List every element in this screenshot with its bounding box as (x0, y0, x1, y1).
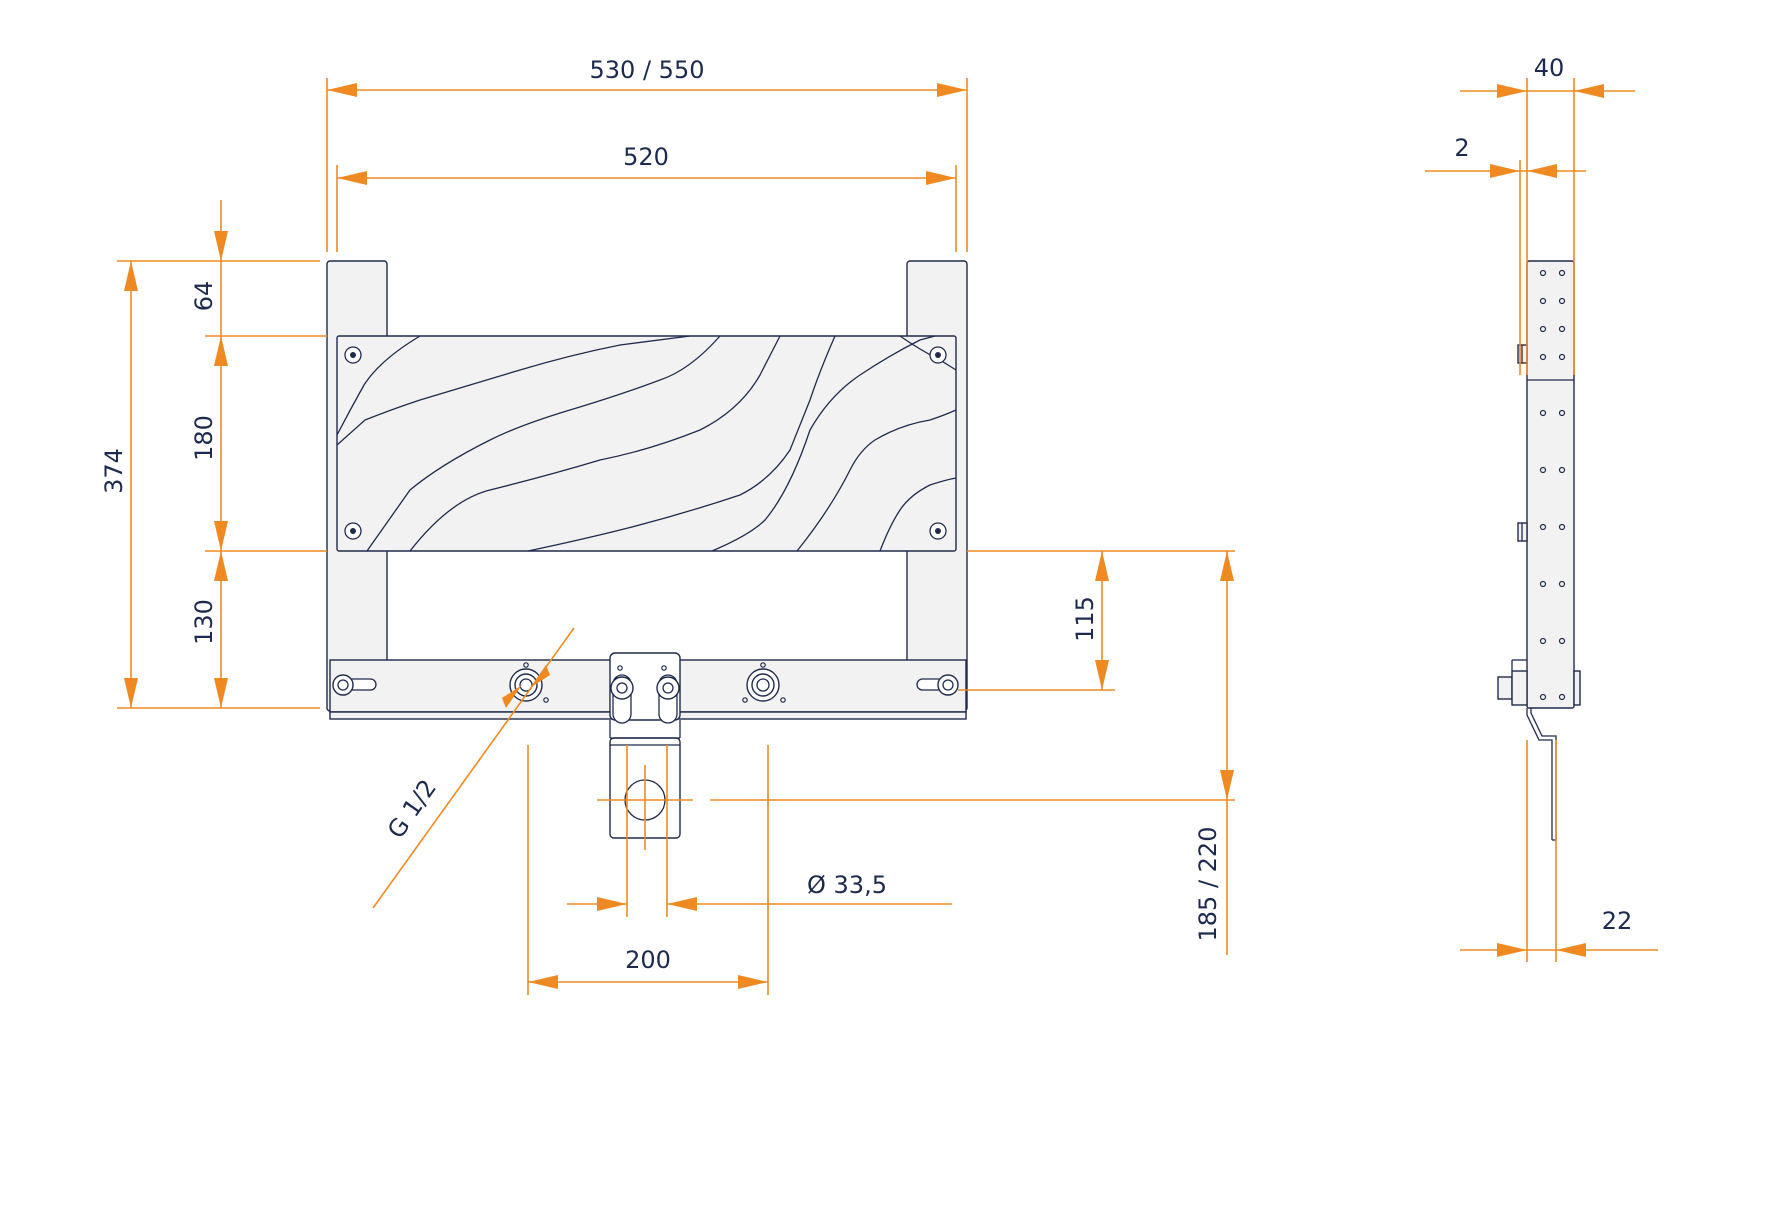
dim-panel-height: 180 (190, 336, 228, 551)
dim-rail-offset: 115 (1071, 551, 1109, 690)
dim-panel-height-label: 180 (190, 415, 218, 461)
dim-pipe-diameter-label: Ø 33,5 (807, 871, 887, 899)
dim-side-plate: 2 (1425, 134, 1586, 375)
front-view: 530 / 550 520 374 64 (100, 56, 1235, 995)
dim-side-depth: 40 (1460, 54, 1635, 375)
dim-side-bracket: 22 (1460, 740, 1658, 962)
slot-right (916, 674, 959, 696)
side-bar (1526, 260, 1575, 709)
dim-connection-spacing: 200 (528, 946, 768, 989)
slot-left (332, 674, 377, 696)
pipe-axis (597, 765, 693, 850)
dim-connection-spacing-label: 200 (625, 946, 671, 974)
dim-lower-height-label: 130 (190, 599, 218, 645)
dim-inner-width-label: 520 (623, 143, 669, 171)
dim-side-depth-label: 40 (1534, 54, 1565, 82)
dim-top-offset: 64 (190, 200, 228, 336)
connection-left (505, 662, 549, 703)
dim-total-height: 374 (100, 261, 138, 708)
dim-outlet-depth: 185 / 220 (1194, 551, 1234, 955)
dim-overall-width: 530 / 550 (326, 56, 968, 252)
dim-pipe-diameter: Ø 33,5 (567, 871, 952, 911)
dim-overall-width-label: 530 / 550 (590, 56, 705, 84)
dim-thread-label: G 1/2 (382, 774, 442, 843)
dim-outlet-depth-label: 185 / 220 (1194, 827, 1222, 942)
dim-side-bracket-label: 22 (1602, 907, 1633, 935)
connection-right (742, 662, 786, 703)
side-view: 40 2 22 (1425, 54, 1658, 962)
dim-lower-height: 130 (190, 551, 228, 708)
side-holes (1539, 269, 1566, 701)
dim-inner-width: 520 (336, 143, 957, 252)
dim-total-height-label: 374 (100, 448, 128, 494)
dim-rail-offset-label: 115 (1071, 596, 1099, 642)
dim-top-offset-label: 64 (190, 281, 218, 312)
dim-side-plate-label: 2 (1454, 134, 1469, 162)
wood-panel (336, 335, 957, 552)
